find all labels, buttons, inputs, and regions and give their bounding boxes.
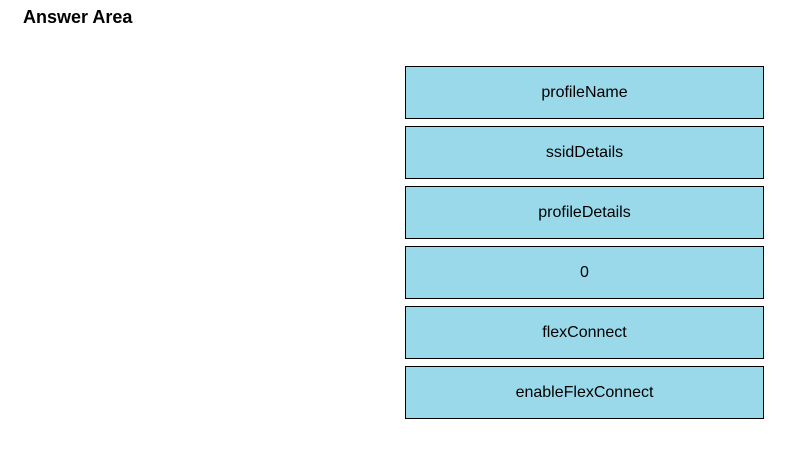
answer-area-title: Answer Area bbox=[23, 7, 133, 27]
answer-option-zero[interactable]: 0 bbox=[405, 246, 764, 299]
answer-option-label: enableFlexConnect bbox=[515, 383, 654, 401]
answer-option-flexconnect[interactable]: flexConnect bbox=[405, 306, 764, 359]
answer-option-label: profileName bbox=[541, 83, 628, 101]
answer-option-profiledetails[interactable]: profileDetails bbox=[405, 186, 764, 239]
answer-option-label: 0 bbox=[580, 263, 589, 281]
answer-options-list: profileName ssidDetails profileDetails 0… bbox=[405, 66, 764, 426]
answer-option-ssiddetails[interactable]: ssidDetails bbox=[405, 126, 764, 179]
answer-option-profilename[interactable]: profileName bbox=[405, 66, 764, 119]
answer-option-enableflexconnect[interactable]: enableFlexConnect bbox=[405, 366, 764, 419]
answer-option-label: flexConnect bbox=[542, 323, 627, 341]
answer-option-label: ssidDetails bbox=[545, 143, 624, 161]
answer-option-label: profileDetails bbox=[538, 203, 631, 221]
